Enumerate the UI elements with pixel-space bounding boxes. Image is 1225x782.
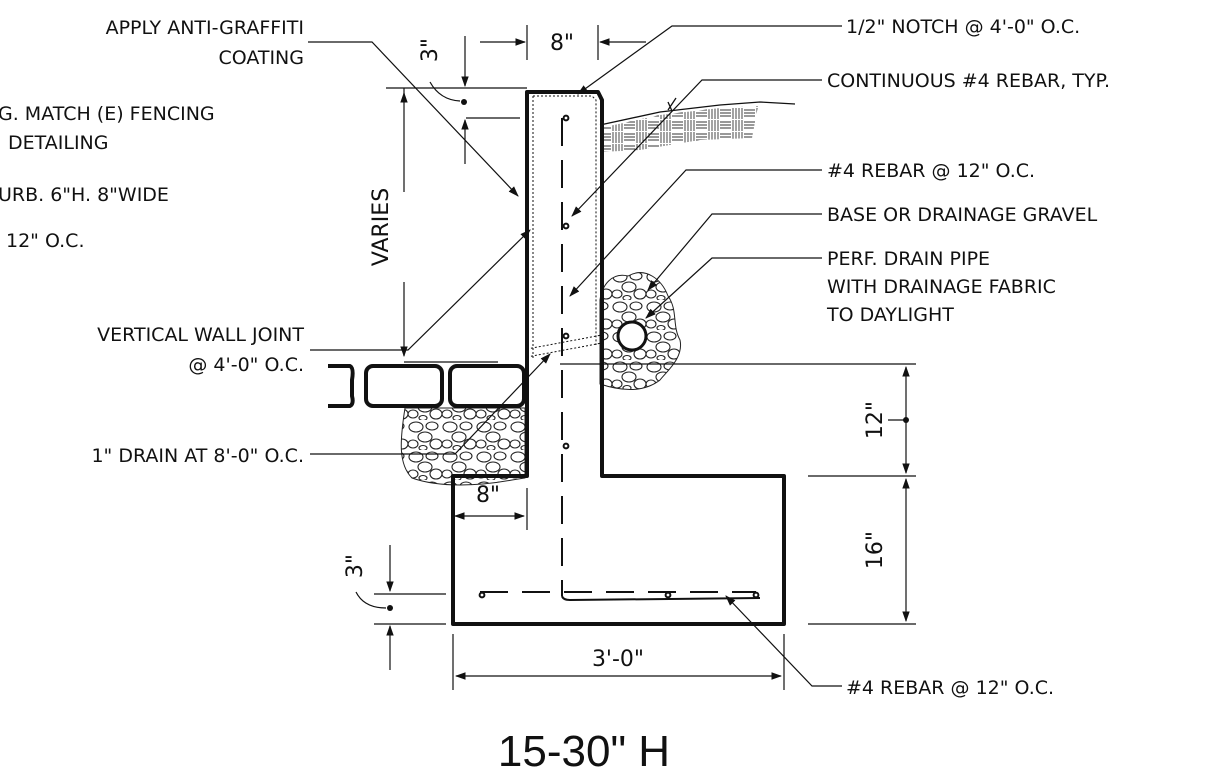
callout-notch: 1/2" NOTCH @ 4'-0" O.C.	[846, 16, 1080, 38]
dim-toe: 8"	[453, 483, 528, 530]
callout-fencing-1: G. MATCH (E) FENCING	[0, 103, 215, 125]
leaders	[308, 25, 842, 687]
callout-anti-graffiti-1: APPLY ANTI-GRAFFITI	[106, 17, 304, 39]
backfill-soil	[599, 97, 796, 152]
dim-footing-width-label: 3'-0"	[592, 647, 644, 672]
curb	[328, 364, 526, 408]
dim-toe-label: 8"	[476, 483, 500, 508]
dim-footing-depth: 16"	[808, 477, 916, 625]
dim-bottom-cover: 3"	[343, 545, 446, 670]
dim-wall-width-label: 8"	[550, 31, 574, 56]
rebar-wall	[561, 114, 761, 602]
notch-line	[532, 95, 597, 360]
callout-fencing-2: DETAILING	[8, 132, 109, 154]
dim-embed: 12"	[560, 363, 916, 477]
callout-continuous-rebar: CONTINUOUS #4 REBAR, TYP.	[827, 70, 1110, 92]
dim-footing-depth-label: 16"	[863, 531, 888, 569]
callout-anti-graffiti-2: COATING	[218, 47, 304, 69]
drain-pipe	[616, 320, 648, 352]
dim-wall-width: 8"	[480, 25, 646, 60]
callout-drain-pipe-3: TO DAYLIGHT	[826, 304, 954, 326]
callout-rebar-wall: #4 REBAR @ 12" O.C.	[827, 160, 1035, 182]
dim-bottom-cover-label: 3"	[343, 554, 368, 578]
rebar-footing	[478, 591, 760, 599]
wall-drain-pipe	[526, 334, 603, 358]
callout-wall-joint-2: @ 4'-0" O.C.	[188, 354, 304, 376]
dim-top-cover-label: 3"	[418, 38, 443, 62]
callout-curb: URB. 6"H. 8"WIDE	[0, 184, 169, 206]
callout-rebar-footing: #4 REBAR @ 12" O.C.	[846, 677, 1054, 699]
wall-outline	[451, 90, 786, 626]
dim-footing-width: 3'-0"	[452, 634, 785, 690]
callout-drain-1in: 1" DRAIN AT 8'-0" O.C.	[91, 445, 304, 467]
callout-wall-joint-1: VERTICAL WALL JOINT	[97, 324, 304, 346]
callout-drain-pipe-2: WITH DRAINAGE FABRIC	[827, 276, 1056, 298]
drawing-title: 15-30" H	[498, 727, 670, 776]
dim-top-cover: 3"	[386, 36, 527, 164]
dim-height: VARIES	[369, 88, 498, 363]
callout-gravel: BASE OR DRAINAGE GRAVEL	[827, 204, 1098, 226]
dim-height-label: VARIES	[369, 188, 394, 266]
dim-embed-label: 12"	[863, 401, 888, 439]
curb-base-gravel	[400, 407, 526, 486]
callout-drain-pipe-1: PERF. DRAIN PIPE	[827, 248, 990, 270]
callout-oc-12: 12" O.C.	[6, 230, 85, 252]
